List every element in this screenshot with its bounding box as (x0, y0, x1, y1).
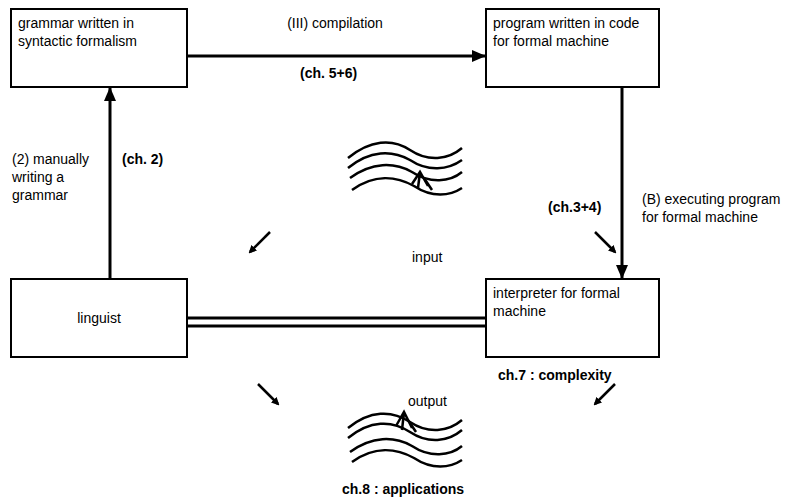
linguist-box: linguist (10, 278, 188, 358)
connector (621, 88, 624, 278)
flow-label: output (408, 392, 447, 410)
box-text: program written in code for formal machi… (493, 14, 652, 50)
connector (109, 88, 112, 278)
box-text: interpreter for formal machine (493, 284, 652, 320)
interpreter-box: interpreter for formal machine (485, 278, 660, 358)
chapter-label: (ch. 2) (122, 150, 163, 168)
connector (188, 317, 485, 320)
edge-label: (B) executing program for formal machine (642, 190, 800, 226)
grammar-box: grammar written in syntactic formalism (10, 8, 188, 88)
flow-label: input (412, 248, 442, 266)
program-box: program written in code for formal machi… (485, 8, 660, 88)
chapter-label: ch.8 : applications (342, 480, 464, 498)
edge-label: (III) compilation (285, 14, 385, 32)
chapter-label: (ch.3+4) (548, 198, 601, 216)
connector (188, 325, 485, 328)
chapter-label: ch.7 : complexity (498, 366, 612, 384)
connector (188, 55, 485, 58)
box-text: grammar written in syntactic formalism (18, 14, 180, 50)
text-strip-input (348, 142, 462, 194)
text-strip-output (348, 412, 462, 467)
box-text: linguist (18, 309, 180, 327)
chapter-label: (ch. 5+6) (300, 64, 357, 82)
edge-label: (2) manually writing a grammar (12, 150, 104, 204)
